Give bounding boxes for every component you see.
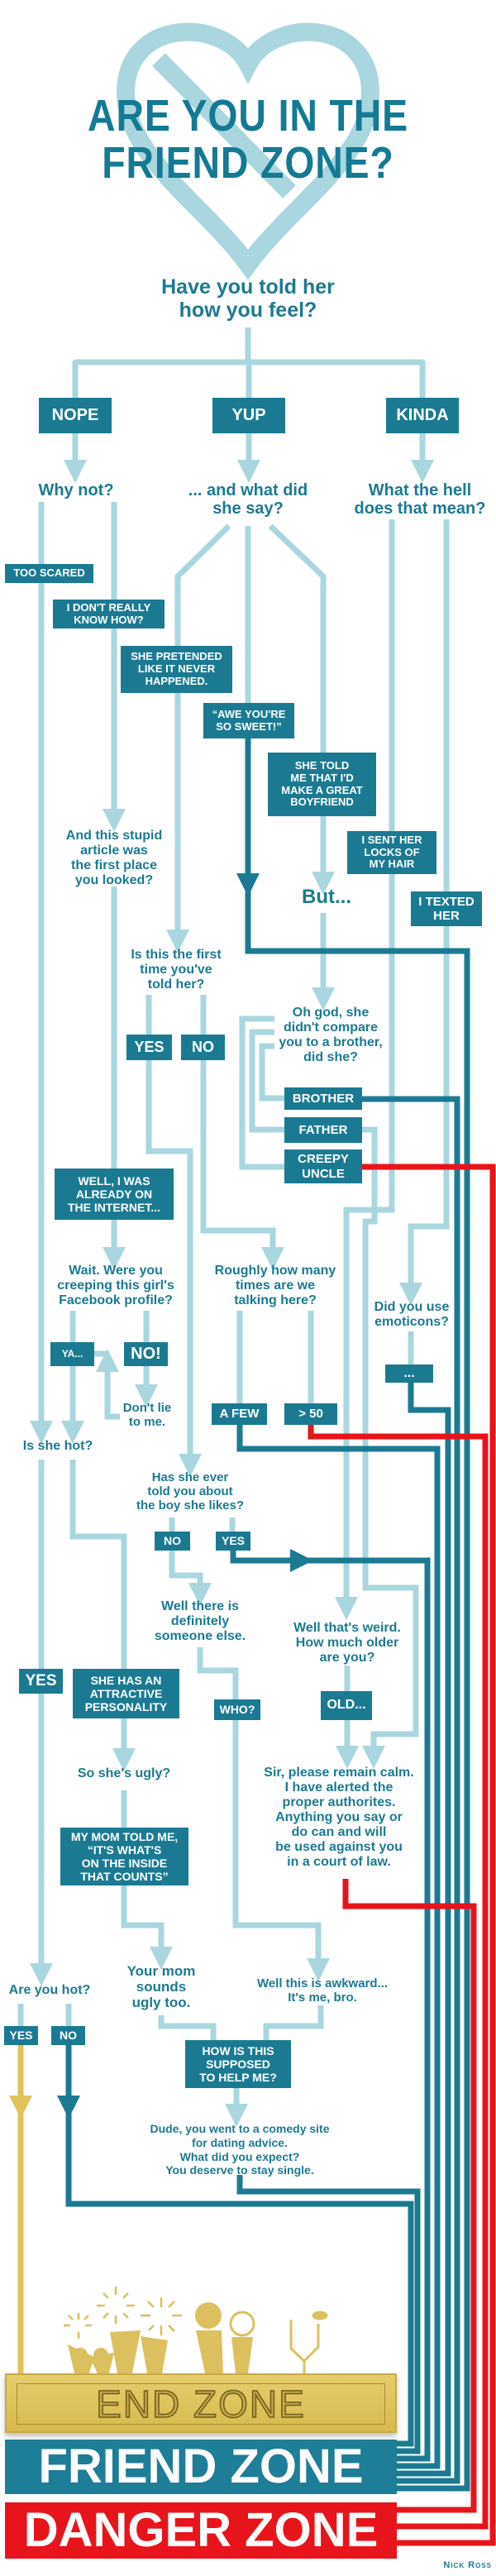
answer-no-boy[interactable]: NO xyxy=(155,1532,190,1551)
celebration-illustration xyxy=(64,2287,328,2373)
answer-a-few[interactable]: A FEW xyxy=(212,1403,267,1425)
box-too-scared[interactable]: TOO SCARED xyxy=(5,564,93,583)
friend-zone-banner: FRIEND ZONE xyxy=(5,2440,397,2494)
answer-yup[interactable]: YUP xyxy=(212,398,285,433)
message-remain-calm: Sir, please remain calm.I have alerted t… xyxy=(264,1766,414,1870)
friend-zone-connectors xyxy=(57,738,470,2492)
answer-over-50[interactable]: > 50 xyxy=(284,1403,337,1425)
page-title: ARE YOU IN THE xyxy=(88,91,408,141)
light-connectors xyxy=(17,327,450,2127)
goal-post-icon xyxy=(289,2311,328,2373)
answer-ya[interactable]: YA... xyxy=(50,1342,94,1366)
message-awkward: Well this is awkward...It's me, bro. xyxy=(256,1976,389,2005)
question-are-you-hot: Are you hot? xyxy=(8,1983,91,1997)
answer-dots[interactable]: ... xyxy=(385,1364,433,1383)
answer-no-exclaim[interactable]: NO! xyxy=(124,1342,168,1366)
answer-no-first-time[interactable]: NO xyxy=(181,1035,225,1060)
answer-kinda[interactable]: KINDA xyxy=(386,398,459,433)
crowd-icon xyxy=(68,2330,168,2373)
answer-yes-first-time[interactable]: YES xyxy=(126,1035,172,1060)
answer-nope[interactable]: NOPE xyxy=(39,398,112,433)
answer-yes-hot[interactable]: YES xyxy=(19,1669,63,1694)
question-why-not: Why not? xyxy=(38,481,114,499)
end-zone-banner: END ZONE xyxy=(5,2373,397,2433)
author-credit: Nick Ross xyxy=(443,2560,492,2570)
answer-no-you-hot[interactable]: NO xyxy=(51,2026,85,2045)
heart-icon xyxy=(116,22,380,280)
danger-zone-banner: DANGER ZONE xyxy=(5,2502,397,2559)
couple-icon xyxy=(195,2302,255,2373)
fireworks-icon xyxy=(64,2287,182,2339)
question-she-ugly: So she's ugly? xyxy=(77,1766,171,1780)
question-but: But... xyxy=(302,886,351,908)
answer-yes-you-hot[interactable]: YES xyxy=(4,2026,38,2045)
box-father[interactable]: FATHER xyxy=(284,1117,362,1143)
question-is-she-hot: Is she hot? xyxy=(22,1439,93,1453)
page-title-line-2: FRIEND ZONE? xyxy=(102,138,394,188)
box-brother[interactable]: BROTHER xyxy=(284,1087,362,1110)
answer-who[interactable]: WHO? xyxy=(214,1699,260,1720)
answer-old[interactable]: OLD... xyxy=(321,1691,372,1720)
danger-zone-connectors xyxy=(308,1164,496,2546)
answer-yes-boy[interactable]: YES xyxy=(216,1532,250,1551)
